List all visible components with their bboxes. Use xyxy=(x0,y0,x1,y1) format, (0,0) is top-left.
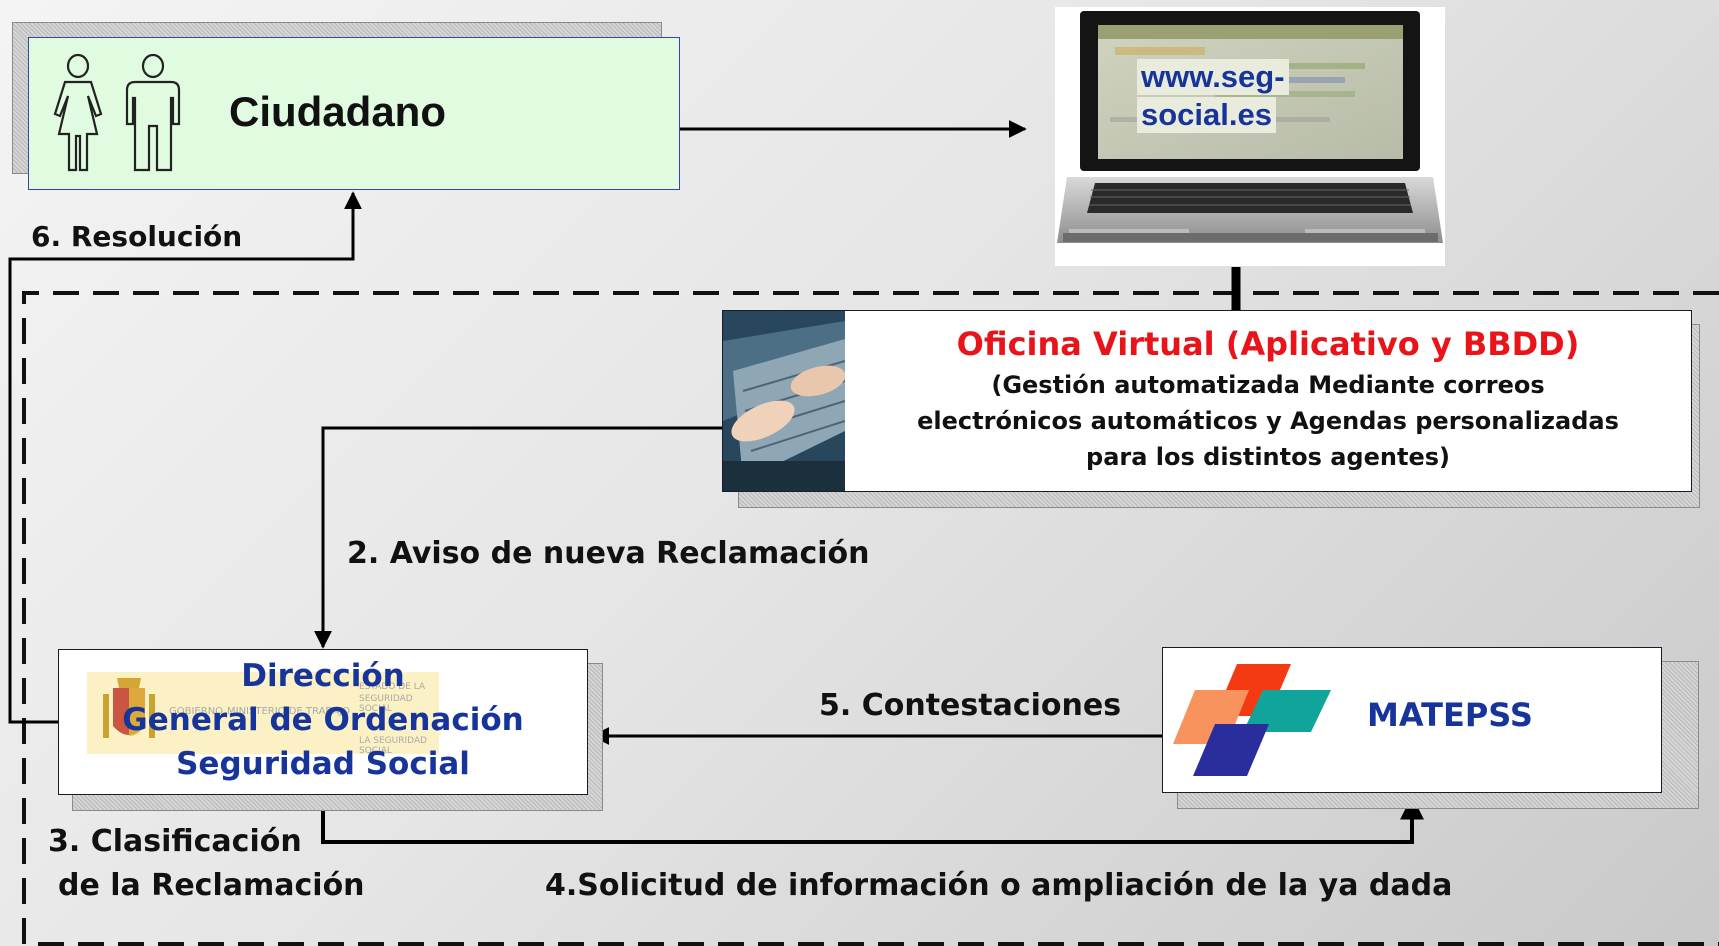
typing-hands-image xyxy=(723,311,845,491)
step-6-resolucion: 6. Resolución xyxy=(31,220,243,253)
oficina-box: Oficina Virtual (Aplicativo y BBDD) (Ges… xyxy=(722,310,1692,492)
coat-of-arms-icon xyxy=(103,678,155,738)
step-3-clasificacion-line1: 3. Clasificación xyxy=(48,824,302,859)
logo-text-seguridad: SEGURIDAD SOCIAL xyxy=(359,694,413,714)
direccion-box: GOBIERNO MINISTERIO DE TRABAJO ESTADO DE… xyxy=(58,649,588,795)
matepss-label: MATEPSS xyxy=(1367,696,1533,734)
oficina-desc-line1: (Gestión automatizada Mediante correos xyxy=(991,371,1545,399)
ciudadano-box: Ciudadano xyxy=(28,37,680,190)
matepss-logo xyxy=(1173,664,1331,776)
ciudadano-label: Ciudadano xyxy=(229,88,446,135)
logo-text-gobierno: GOBIERNO xyxy=(169,706,224,717)
oficina-desc-line3: para los distintos agentes) xyxy=(1086,443,1450,471)
step-2-aviso: 2. Aviso de nueva Reclamación xyxy=(347,536,870,571)
man-icon xyxy=(125,53,181,172)
logo-text-la-seguridad: LA SEGURIDAD SOCIAL xyxy=(359,736,427,756)
logo-text-ministerio: MINISTERIO DE TRABAJO xyxy=(227,706,350,717)
website-label-line2: social.es xyxy=(1137,97,1276,133)
logo-text-estado: ESTADO DE LA xyxy=(359,682,426,692)
arrow-solicitud xyxy=(321,795,1424,844)
direccion-line1: Dirección xyxy=(241,658,405,694)
spain-coat-of-arms-logo: GOBIERNO MINISTERIO DE TRABAJO ESTADO DE… xyxy=(87,672,439,756)
arrow-aviso xyxy=(314,426,722,649)
step-4-solicitud: 4.Solicitud de información o ampliación … xyxy=(545,868,1453,903)
direccion-line3: Seguridad Social xyxy=(176,746,470,782)
website-panel: www.seg- social.es xyxy=(1055,7,1445,266)
step-3-clasificacion-line2: de la Reclamación xyxy=(58,868,365,903)
oficina-desc-line2: electrónicos automáticos y Agendas perso… xyxy=(917,407,1619,435)
laptop-image xyxy=(1057,11,1443,243)
matepss-box: MATEPSS xyxy=(1162,647,1662,793)
arrow-resolucion xyxy=(8,191,362,724)
direccion-line2: General de Ordenación xyxy=(122,702,524,738)
woman-icon xyxy=(53,53,103,172)
step-5-contestaciones: 5. Contestaciones xyxy=(819,688,1122,723)
website-label-line1: www.seg- xyxy=(1137,59,1289,95)
oficina-title: Oficina Virtual (Aplicativo y BBDD) xyxy=(956,325,1580,363)
boundary-dashed-frame xyxy=(22,291,1719,946)
